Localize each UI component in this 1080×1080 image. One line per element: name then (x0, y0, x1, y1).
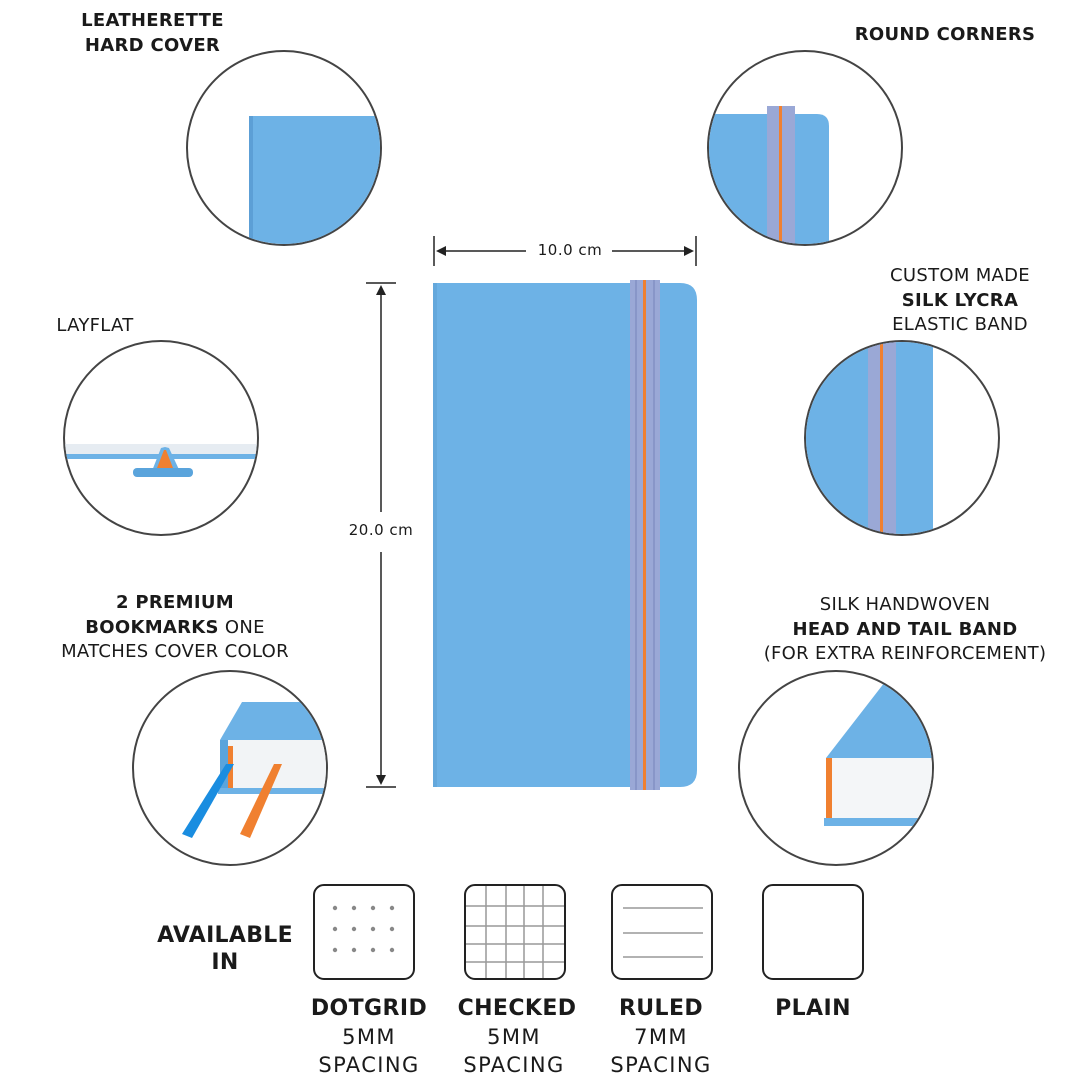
corners-detail-image (709, 106, 829, 244)
paper-spec-checked: 5MM SPACING (463, 1025, 565, 1077)
arrow-up-icon (376, 285, 386, 295)
dotgrid-icon (313, 884, 415, 980)
arrow-left-icon (436, 246, 446, 256)
checked-grid-icon (464, 884, 566, 980)
label-cover: LEATHERETTE HARD COVER (81, 10, 224, 56)
paper-name-ruled: RULED (618, 996, 704, 1021)
available-in-label: AVAILABLE IN (157, 923, 293, 975)
layflat-spine (157, 450, 173, 468)
paper-name-plain: PLAIN (775, 996, 851, 1021)
paper-name-dotgrid: DOTGRID (310, 996, 428, 1021)
plain-page-icon (762, 884, 864, 980)
orange-bookmark (240, 764, 282, 838)
height-dimension: 20.0 cm (348, 521, 414, 539)
label-headband: SILK HANDWOVEN HEAD AND TAIL BAND (FOR E… (763, 594, 1047, 664)
bookmarks-detail-image (182, 702, 326, 838)
paper-spec-dotgrid: 5MM SPACING (318, 1025, 420, 1077)
label-band: CUSTOM MADE SILK LYCRA ELASTIC BAND (890, 265, 1030, 335)
notebook-image (433, 280, 697, 790)
width-dimension: 10.0 cm (537, 241, 603, 259)
label-bookmarks: 2 PREMIUM BOOKMARKS ONE MATCHES COVER CO… (61, 592, 289, 662)
corners-detail-circle (707, 50, 903, 246)
label-corners: ROUND CORNERS (854, 24, 1036, 45)
label-layflat: LAYFLAT (56, 315, 134, 336)
headband (826, 758, 832, 818)
headband-detail-circle (738, 670, 934, 866)
band-detail-circle (804, 340, 1000, 536)
paper-name-checked: CHECKED (457, 996, 577, 1021)
ruled-lines-icon (611, 884, 713, 980)
layflat-detail-circle (63, 340, 259, 536)
arrow-down-icon (376, 775, 386, 785)
arrow-right-icon (684, 246, 694, 256)
blue-bookmark (182, 764, 234, 838)
bookmarks-detail-circle (132, 670, 328, 866)
layflat-detail-image (65, 444, 257, 477)
paper-spec-ruled: 7MM SPACING (610, 1025, 712, 1077)
